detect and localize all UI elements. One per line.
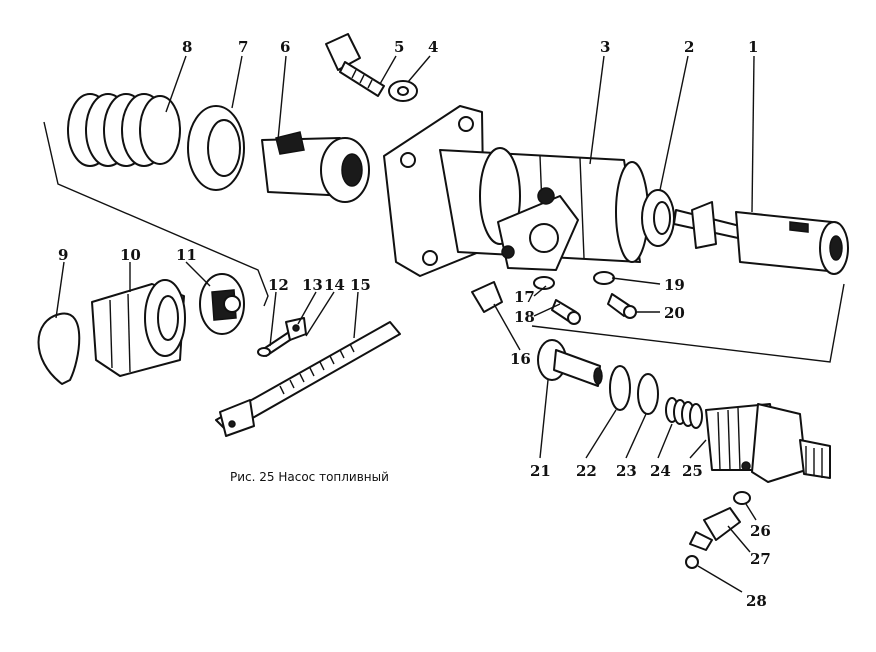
label-16: 16 <box>510 350 531 368</box>
label-1: 1 <box>748 38 758 56</box>
label-2: 2 <box>684 38 694 56</box>
assembly-brackets <box>43 121 845 363</box>
label-14: 14 <box>324 276 345 294</box>
part-13-clip <box>285 317 307 341</box>
label-23: 23 <box>616 462 637 480</box>
part-number-labels: 1 2 3 4 5 6 7 8 9 10 11 12 13 14 15 16 1… <box>58 38 771 610</box>
label-7: 7 <box>238 38 248 56</box>
part-17-washer <box>533 276 555 290</box>
label-25: 25 <box>682 462 703 480</box>
part-26-ring <box>733 491 751 505</box>
label-28: 28 <box>746 592 767 610</box>
label-17: 17 <box>514 288 535 306</box>
label-10: 10 <box>120 246 141 264</box>
part-3-housing <box>383 105 649 277</box>
label-21: 21 <box>530 462 551 480</box>
label-19: 19 <box>664 276 685 294</box>
part-19-washer <box>593 271 615 285</box>
label-11: 11 <box>176 246 197 264</box>
part-8-spring <box>67 93 181 167</box>
part-9-snap-ring <box>37 312 81 385</box>
part-6-tappet <box>261 131 370 203</box>
part-21-valve <box>537 339 603 387</box>
part-18-screw <box>551 299 581 325</box>
label-20: 20 <box>664 304 685 322</box>
part-27-fitting <box>689 507 741 551</box>
label-3: 3 <box>600 38 610 56</box>
part-7-ring <box>187 105 245 191</box>
label-9: 9 <box>58 246 68 264</box>
label-24: 24 <box>650 462 671 480</box>
part-4-washer <box>388 80 418 102</box>
part-1-shaft <box>673 201 849 275</box>
label-8: 8 <box>182 38 192 56</box>
label-22: 22 <box>576 462 597 480</box>
part-2-seal <box>641 189 675 247</box>
part-25-valve-body <box>705 403 831 483</box>
part-16-plug <box>471 281 503 313</box>
part-12-screw <box>257 329 297 357</box>
label-15: 15 <box>350 276 371 294</box>
label-18: 18 <box>514 308 535 326</box>
label-5: 5 <box>394 38 404 56</box>
label-4: 4 <box>428 38 438 56</box>
part-11-holder <box>199 273 245 335</box>
label-13: 13 <box>302 276 323 294</box>
leader-lines <box>55 55 757 593</box>
label-27: 27 <box>750 550 771 568</box>
part-5-bolt <box>325 33 385 97</box>
part-10-bushing <box>91 279 186 377</box>
part-15-rack <box>215 321 401 437</box>
label-12: 12 <box>268 276 289 294</box>
part-24-spring <box>665 397 703 429</box>
part-28-screw <box>685 555 699 569</box>
label-26: 26 <box>750 522 771 540</box>
label-6: 6 <box>280 38 290 56</box>
part-22-washer <box>609 365 631 411</box>
part-23-washer <box>637 373 659 415</box>
figure-caption: Рис. 25 Насос топливный <box>230 470 389 484</box>
part-20-screw <box>607 293 637 319</box>
